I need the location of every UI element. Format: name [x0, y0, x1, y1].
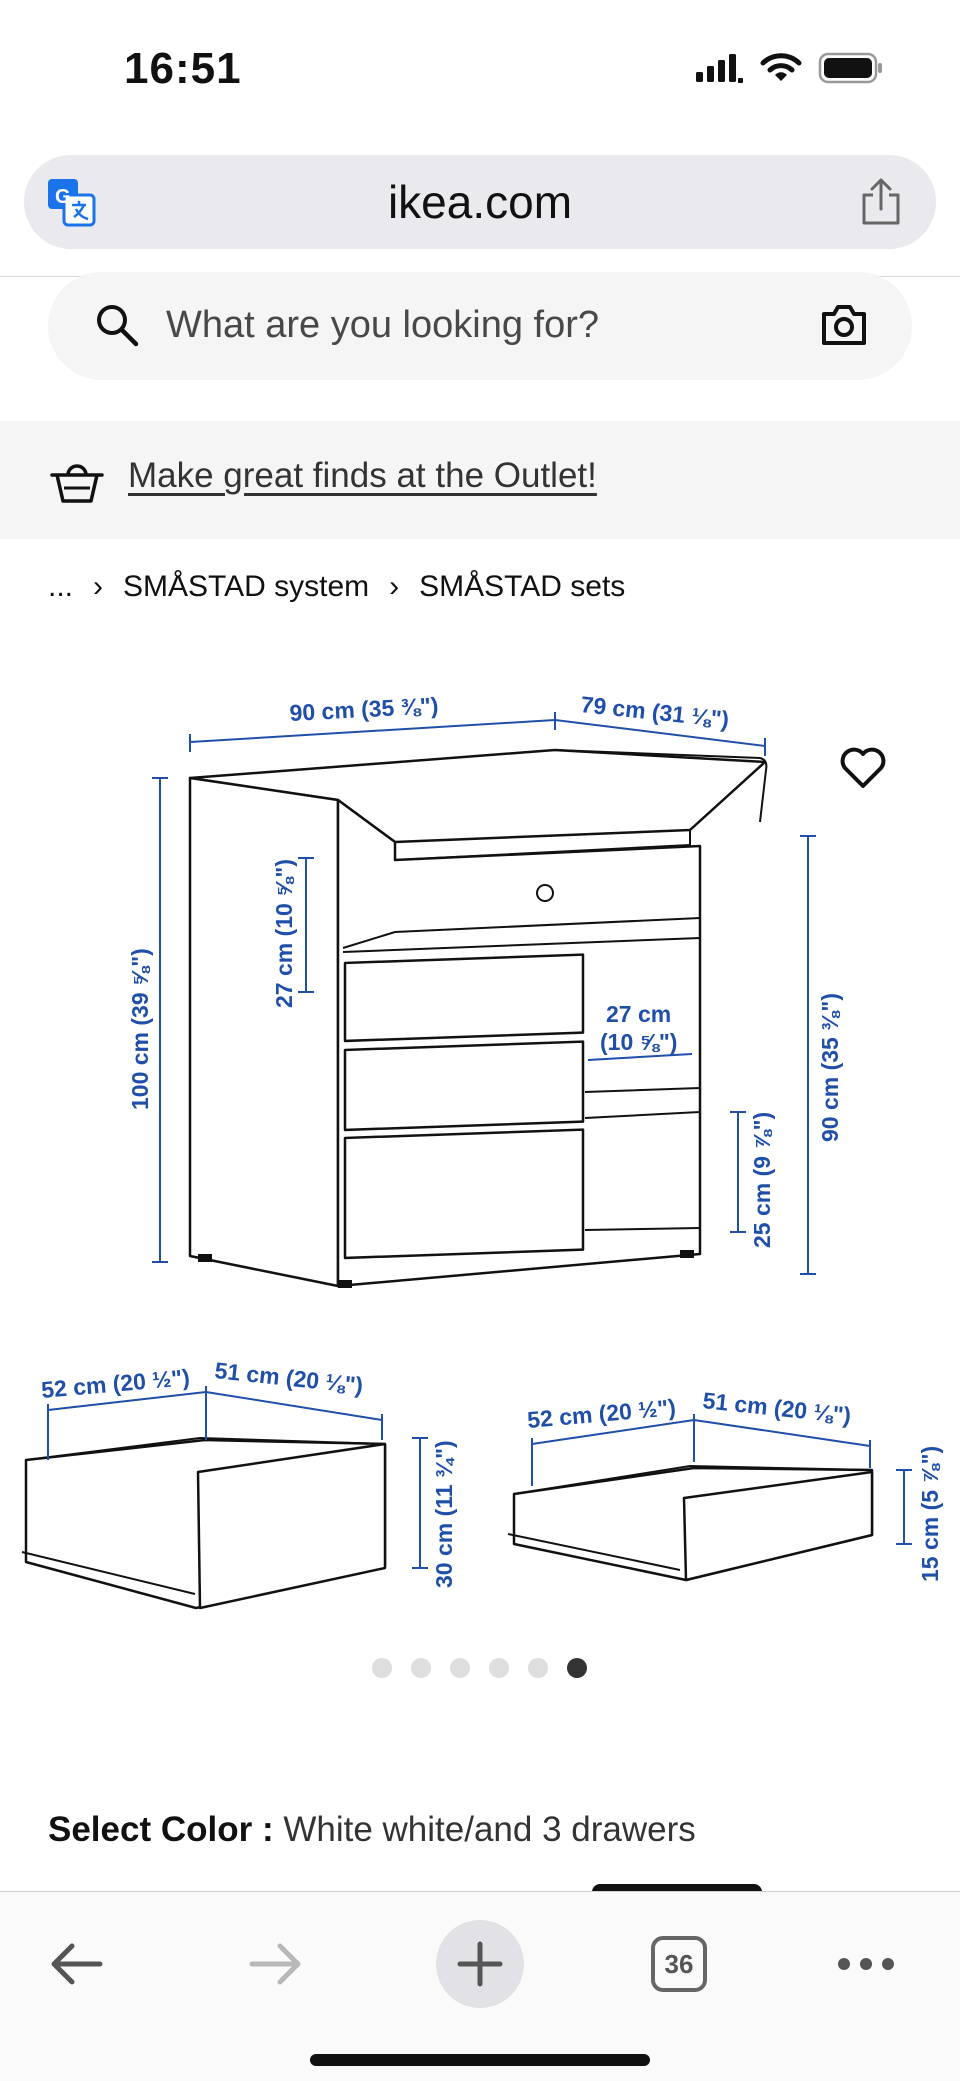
- search-icon: [97, 305, 139, 347]
- dim-label-drawer-large-height: 30 cm (11 ¾"): [431, 1440, 457, 1588]
- drawer-front-1: [343, 953, 585, 1043]
- outlet-banner[interactable]: Make great finds at the Outlet!: [0, 421, 960, 539]
- heart-icon[interactable]: [838, 744, 888, 790]
- search-bar[interactable]: What are you looking for?: [48, 272, 912, 380]
- status-bar: 16:51: [0, 0, 960, 140]
- dim-label-total-height: 100 cm (39 ⅝"): [127, 948, 153, 1110]
- carousel-dot[interactable]: [489, 1658, 509, 1678]
- dim-line-drawer-small-top: [531, 1414, 871, 1486]
- drawer-small-front: [682, 1470, 874, 1582]
- url-text[interactable]: ikea.com: [387, 176, 573, 228]
- carousel-dot[interactable]: [372, 1658, 392, 1678]
- dim-label-compartment-width-2: (10 ⅝"): [600, 1029, 677, 1055]
- more-icon[interactable]: [836, 1954, 896, 1974]
- drawer-front-2: [343, 1040, 585, 1132]
- select-color-value: White white/and 3 drawers: [283, 1810, 696, 1849]
- foot: [198, 1254, 212, 1262]
- dim-line-drawer-large-top: [47, 1386, 383, 1460]
- new-tab-button[interactable]: [436, 1920, 524, 2008]
- drawer-large-front: [196, 1442, 387, 1610]
- dim-label-shelf-gap: 27 cm (10 ⅝"): [271, 859, 297, 1008]
- foot: [338, 1280, 352, 1288]
- dim-label-drawer-small-depth: 52 cm (20 ½"): [526, 1394, 677, 1433]
- outlet-link[interactable]: Make great finds at the Outlet!: [128, 456, 597, 495]
- carousel-dot[interactable]: [411, 1658, 431, 1678]
- product-dimension-image[interactable]: 90 cm (35 ⅜") 79 cm (31 ⅛") 100 cm (39 ⅝…: [0, 672, 960, 1612]
- breadcrumb-item-smastad-system[interactable]: SMÅSTAD system: [123, 570, 370, 603]
- wifi-icon: [760, 53, 802, 81]
- drawer-small-runner: [507, 1533, 681, 1571]
- cellular-signal-icon: [696, 54, 743, 83]
- breadcrumb-ellipsis[interactable]: ...: [48, 570, 74, 603]
- shelf-top: [342, 917, 701, 949]
- dim-label-drawer-large-width: 51 cm (20 ⅛"): [213, 1357, 364, 1398]
- carousel-dot[interactable]: [528, 1658, 548, 1678]
- dim-line-drawer-large-height: [412, 1437, 428, 1569]
- forward-arrow-icon[interactable]: [244, 1936, 308, 1992]
- carousel-dot-active[interactable]: [567, 1658, 587, 1678]
- carousel-dot[interactable]: [450, 1658, 470, 1678]
- status-time: 16:51: [124, 44, 242, 93]
- home-indicator: [310, 2054, 650, 2066]
- dim-line-total-height: [152, 777, 168, 1263]
- address-bar[interactable]: G ikea.com: [24, 155, 936, 249]
- dim-label-width: 90 cm (35 ⅜"): [289, 692, 439, 726]
- select-color: Select Color : White white/and 3 drawers: [48, 1810, 696, 1850]
- status-icons: [694, 52, 884, 84]
- chevron-right-icon: ›: [93, 570, 104, 603]
- dim-line-bottom-compartment: [730, 1111, 746, 1233]
- carousel-indicator: [372, 1658, 587, 1678]
- side-panel: [188, 776, 340, 1288]
- share-icon[interactable]: [858, 177, 904, 227]
- shelf: [342, 937, 701, 953]
- camera-icon[interactable]: [820, 302, 868, 348]
- drawer-large-runner: [21, 1551, 196, 1595]
- svg-text:G: G: [55, 186, 71, 208]
- right-compartments: [584, 1087, 701, 1231]
- dim-label-compartment-width-1: 27 cm: [606, 1001, 671, 1027]
- changing-top-rail: [554, 749, 768, 823]
- drawer-front-3: [343, 1128, 585, 1260]
- dim-label-table-height: 90 cm (35 ⅜"): [817, 993, 843, 1142]
- browser-toolbar: 36: [0, 1891, 960, 2081]
- tabs-button[interactable]: 36: [651, 1936, 707, 1992]
- knob: [536, 884, 554, 902]
- drawer-large-top: [25, 1436, 386, 1461]
- dim-line-depth: [554, 719, 766, 756]
- dim-line-shelf-gap: [298, 857, 314, 993]
- drawer-small-top: [513, 1464, 873, 1495]
- dim-line-compartment-width: [587, 1053, 693, 1061]
- select-color-label: Select Color :: [48, 1810, 274, 1849]
- shopping-basket-icon: [50, 464, 104, 503]
- dim-label-drawer-small-width: 51 cm (20 ⅛"): [701, 1387, 852, 1428]
- foot: [680, 1250, 694, 1258]
- breadcrumb: ... › SMÅSTAD system › SMÅSTAD sets: [48, 570, 625, 604]
- plus-icon: [457, 1941, 503, 1987]
- dim-line-drawer-small-height: [896, 1469, 912, 1545]
- chevron-right-icon: ›: [389, 570, 400, 603]
- breadcrumb-item-smastad-sets[interactable]: SMÅSTAD sets: [419, 570, 626, 603]
- dim-label-drawer-small-height: 15 cm (5 ⅞"): [917, 1446, 943, 1582]
- back-arrow-icon[interactable]: [44, 1936, 108, 1992]
- dim-label-bottom-compartment: 25 cm (9 ⅞"): [749, 1112, 775, 1248]
- battery-icon: [818, 52, 882, 84]
- dim-line-table-height: [800, 835, 816, 1275]
- translate-icon[interactable]: G: [46, 177, 96, 227]
- search-input[interactable]: What are you looking for?: [166, 304, 600, 346]
